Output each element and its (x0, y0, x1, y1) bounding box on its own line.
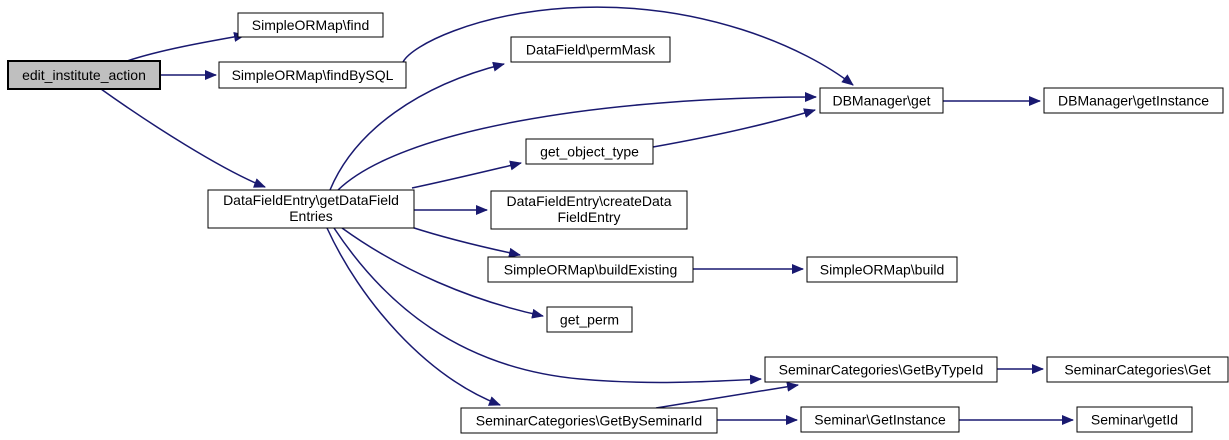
edge-seminarcategories-getbyseminarid-to-seminarcategories-getbytypeid (655, 381, 799, 409)
node-label: SimpleORMap\findBySQL (232, 67, 394, 83)
node-box-seminar-getinstance[interactable] (800, 406, 960, 433)
node-label: SeminarCategories\Get (1064, 362, 1210, 378)
node-simpleormap-find[interactable]: SimpleORMap\find (237, 12, 384, 38)
edge-datafieldentry-getdatafieldentries-to-get-perm (341, 227, 544, 319)
edge-simpleormap-findbysql-to-dbmanager-get (402, 6, 854, 86)
node-dbmanager-get[interactable]: DBManager\get (819, 87, 944, 114)
node-label: Seminar\GetInstance (814, 412, 946, 428)
node-label: SimpleORMap\buildExisting (504, 262, 678, 278)
node-get-object-type[interactable]: get_object_type (525, 138, 654, 165)
node-box-dbmanager-getinstance[interactable] (1043, 87, 1224, 114)
node-label: SeminarCategories\GetByTypeId (779, 362, 984, 378)
node-dbmanager-getinstance[interactable]: DBManager\getInstance (1043, 87, 1224, 114)
edge-datafieldentry-getdatafieldentries-to-datafield-permmask (329, 61, 505, 191)
node-box-simpleormap-findbysql[interactable] (218, 61, 407, 89)
node-box-seminarcategories-get[interactable] (1046, 356, 1229, 383)
node-seminarcategories-getbytypeid[interactable]: SeminarCategories\GetByTypeId (764, 356, 998, 383)
edge-edit-institute-action-to-datafieldentry-getdatafieldentries (100, 88, 266, 188)
node-label: edit_institute_action (22, 67, 146, 83)
node-seminar-getinstance[interactable]: Seminar\GetInstance (800, 406, 960, 433)
node-box-edit-institute-action (7, 60, 161, 90)
node-label: SeminarCategories\GetBySeminarId (476, 413, 702, 429)
edge-get-object-type-to-dbmanager-get (652, 108, 816, 148)
node-box-seminarcategories-getbytypeid[interactable] (764, 356, 998, 383)
node-edit-institute-action: edit_institute_action (7, 60, 161, 90)
node-box-dbmanager-get[interactable] (819, 87, 944, 114)
node-box-seminarcategories-getbyseminarid[interactable] (460, 407, 718, 434)
edge-datafieldentry-getdatafieldentries-to-seminarcategories-getbytypeid (333, 227, 762, 385)
node-label: DBManager\getInstance (1058, 93, 1209, 109)
node-label: DBManager\get (832, 93, 930, 109)
node-label: Seminar\getId (1091, 412, 1178, 428)
edge-datafieldentry-getdatafieldentries-to-get-object-type (411, 160, 522, 189)
edge-edit-institute-action-to-simpleormap-find (126, 31, 246, 62)
node-label: DataFieldEntry\getDataField (223, 192, 399, 208)
node-label: SimpleORMap\find (252, 17, 370, 33)
node-label: SimpleORMap\build (820, 262, 945, 278)
node-box-seminar-getid[interactable] (1076, 406, 1193, 433)
node-box-datafieldentry-createdatafieldentry[interactable] (490, 190, 688, 230)
node-datafield-permmask[interactable]: DataField\permMask (510, 36, 671, 63)
node-box-simpleormap-buildexisting[interactable] (487, 256, 694, 283)
node-box-simpleormap-find[interactable] (237, 12, 384, 38)
edge-datafieldentry-getdatafieldentries-to-simpleormap-buildexisting (410, 226, 521, 258)
node-box-get-object-type[interactable] (525, 138, 654, 165)
node-label: get_object_type (540, 144, 639, 160)
node-box-simpleormap-build[interactable] (806, 256, 958, 283)
node-box-datafieldentry-getdatafieldentries[interactable] (207, 189, 415, 229)
node-box-get-perm[interactable] (546, 306, 633, 333)
edge-datafieldentry-getdatafieldentries-to-seminarcategories-getbyseminarid (326, 227, 501, 406)
node-box-datafield-permmask[interactable] (510, 36, 671, 63)
node-label: DataFieldEntry\createData (507, 193, 672, 209)
node-label: DataField\permMask (526, 42, 656, 58)
node-simpleormap-build[interactable]: SimpleORMap\build (806, 256, 958, 283)
node-seminarcategories-get[interactable]: SeminarCategories\Get (1046, 356, 1229, 383)
node-label: Entries (289, 208, 333, 224)
node-seminarcategories-getbyseminarid[interactable]: SeminarCategories\GetBySeminarId (460, 407, 718, 434)
node-simpleormap-buildexisting[interactable]: SimpleORMap\buildExisting (487, 256, 694, 283)
node-label: get_perm (560, 312, 619, 328)
node-simpleormap-findbysql[interactable]: SimpleORMap\findBySQL (218, 61, 407, 89)
node-label: FieldEntry (557, 209, 620, 225)
edge-datafieldentry-getdatafieldentries-to-dbmanager-get (337, 92, 817, 191)
node-get-perm[interactable]: get_perm (546, 306, 633, 333)
node-seminar-getid[interactable]: Seminar\getId (1076, 406, 1193, 433)
